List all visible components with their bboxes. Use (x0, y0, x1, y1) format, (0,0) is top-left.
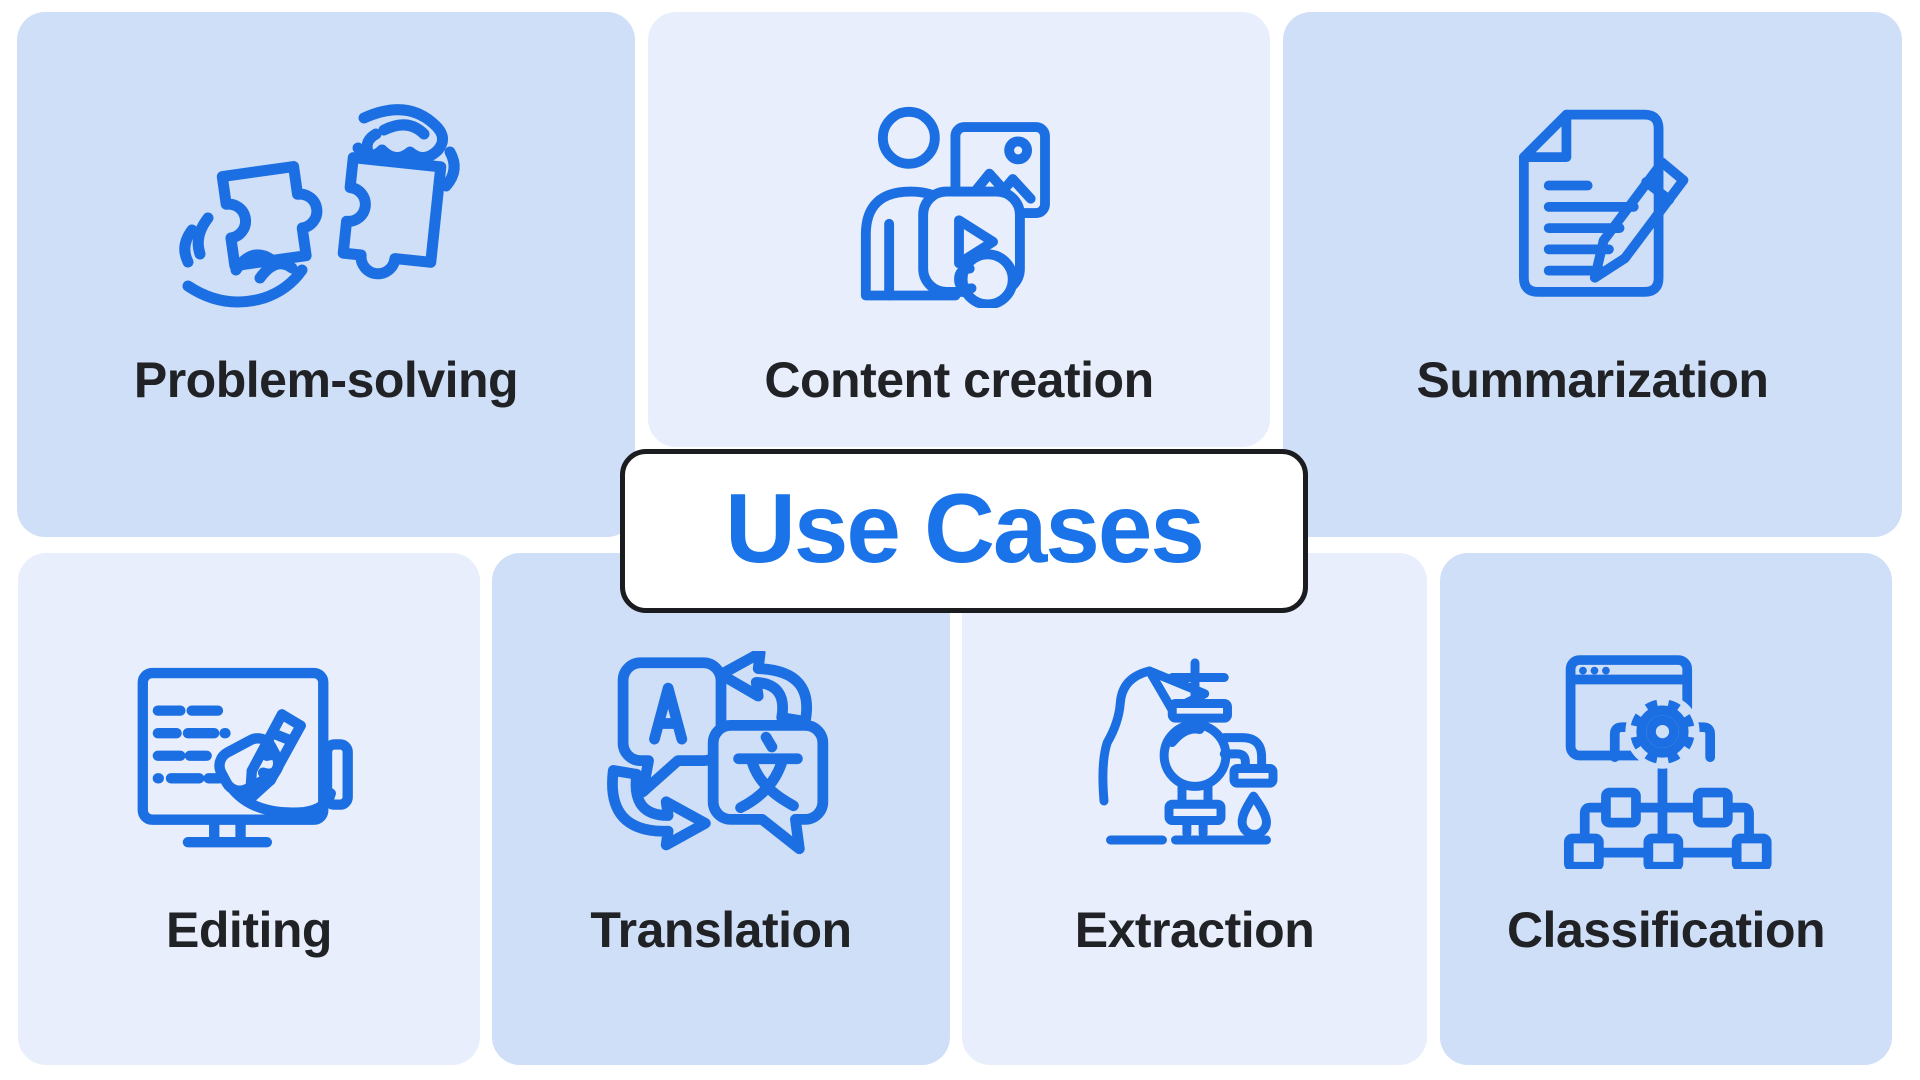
monitor-edit-icon (137, 667, 353, 848)
card-content-creation: Content creation (648, 12, 1270, 447)
window-gear-tree-icon (1563, 655, 1772, 869)
card-problem-solving: Problem-solving (17, 12, 635, 537)
card-translation: Translation (492, 553, 950, 1065)
document-pencil-icon (1518, 109, 1688, 297)
use-cases-badge: Use Cases (620, 449, 1308, 613)
card-label: Extraction (1074, 902, 1315, 958)
card-label: Summarization (1416, 352, 1769, 408)
card-label: Classification (1506, 902, 1826, 958)
page-title: Use Cases (725, 473, 1205, 583)
card-label: Translation (590, 902, 852, 958)
person-media-icon (860, 106, 1050, 309)
puzzle-hands-icon (179, 104, 460, 308)
water-pump-icon (1097, 658, 1277, 845)
card-label: Content creation (764, 352, 1154, 408)
card-editing: Editing (18, 553, 480, 1065)
speech-bubbles-translate-icon (607, 651, 829, 855)
card-extraction: Extraction (962, 553, 1427, 1065)
card-classification: Classification (1440, 553, 1892, 1065)
card-label: Problem-solving (133, 352, 519, 408)
card-summarization: Summarization (1283, 12, 1902, 537)
card-label: Editing (166, 902, 332, 958)
